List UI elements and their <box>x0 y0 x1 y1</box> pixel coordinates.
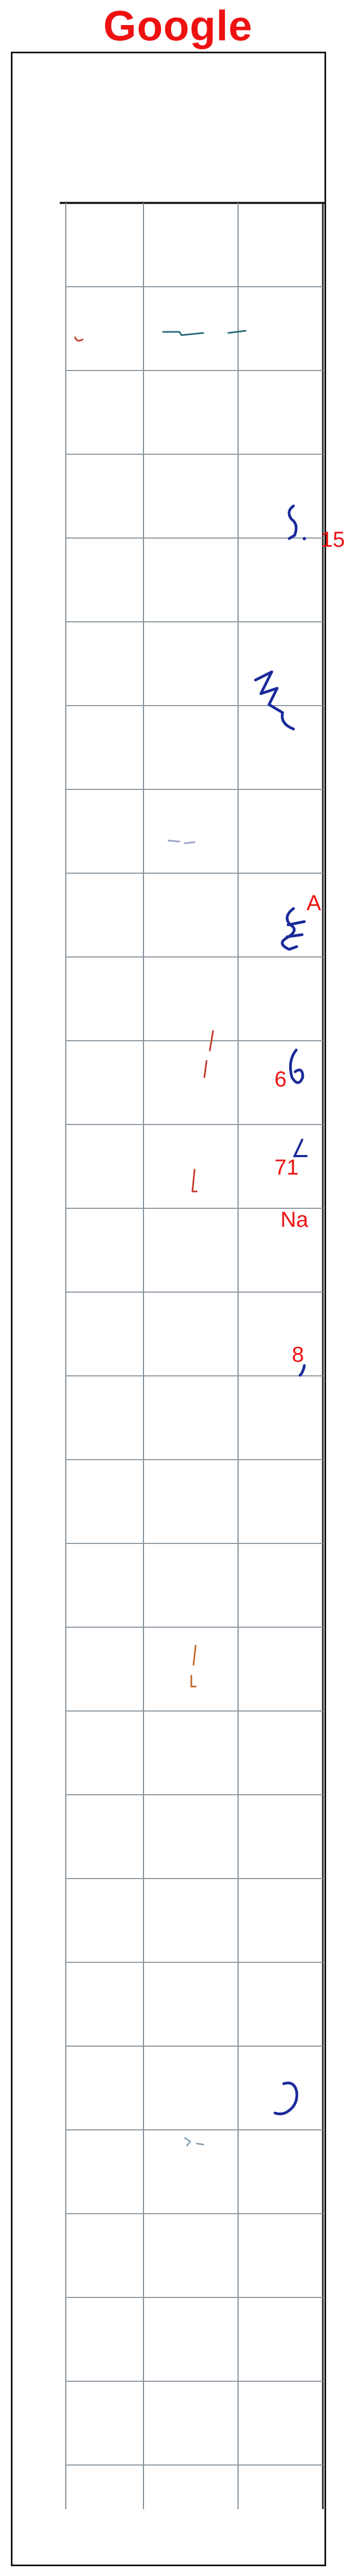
overlay-label-71: 71 <box>274 1156 299 1179</box>
handwritten-mark <box>303 537 306 540</box>
handwritten-mark <box>254 670 295 731</box>
overlay-label-a: A <box>307 891 321 915</box>
handwritten-mark <box>184 2137 204 2147</box>
handwritten-mark <box>289 1048 304 1084</box>
handwritten-mark <box>288 504 298 540</box>
overlay-label-15: 15 <box>321 528 345 552</box>
handwritten-mark <box>191 1169 198 1193</box>
overlay-label-8: 8 <box>292 1343 304 1367</box>
scanned-page-frame <box>11 52 326 2566</box>
overlay-label-na: Na <box>280 1208 309 1232</box>
handwritten-mark <box>190 1645 197 1688</box>
page-title: Google <box>103 2 253 50</box>
handwritten-mark <box>162 330 247 336</box>
handwritten-mark <box>292 1139 308 1157</box>
handwritten-mark <box>203 1030 214 1078</box>
overlay-label-6: 6 <box>274 1067 287 1091</box>
handwritten-mark <box>167 839 196 844</box>
handwritten-mark <box>74 336 84 342</box>
handwritten-mark <box>273 2081 298 2116</box>
handwritten-mark <box>280 907 306 951</box>
handwritten-mark <box>298 1364 306 1377</box>
